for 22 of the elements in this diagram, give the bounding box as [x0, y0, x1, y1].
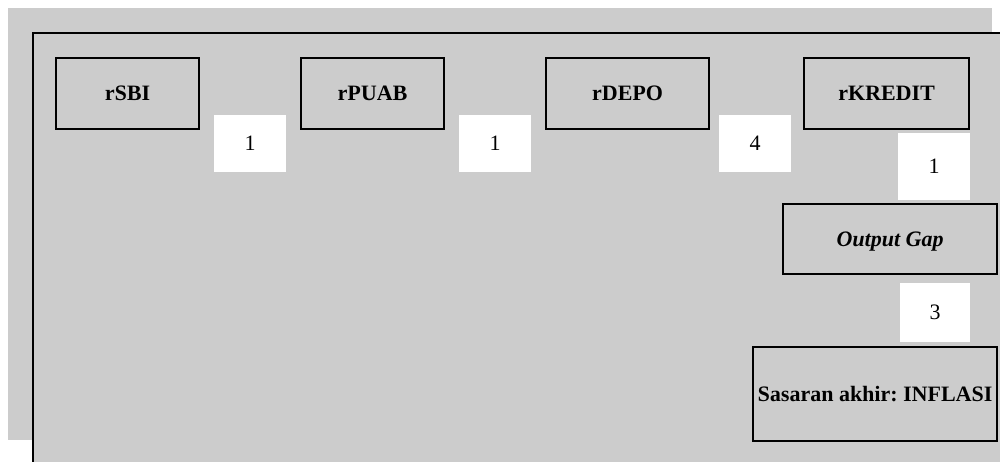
lag-number: 3	[930, 299, 940, 326]
target-box	[752, 346, 998, 442]
variable-box	[300, 57, 445, 130]
box-label: Sasaran akhir: INFLASI	[758, 380, 992, 408]
variable-box	[55, 57, 200, 130]
lag-number: 1	[928, 153, 940, 180]
lag-box	[459, 115, 531, 172]
lag-number: 1	[490, 130, 500, 157]
lag-box	[898, 133, 970, 200]
lag-number: 4	[750, 130, 760, 157]
lag-box	[214, 115, 286, 172]
variable-box	[545, 57, 710, 130]
variable-box	[782, 203, 998, 275]
box-label: rPUAB	[338, 80, 408, 107]
box-label: rKREDIT	[838, 80, 935, 107]
box-label: rDEPO	[592, 80, 663, 107]
variable-box	[803, 57, 970, 130]
box-label: rSBI	[104, 80, 150, 107]
lag-number: 1	[244, 130, 256, 157]
box-label: Output Gap	[836, 226, 944, 252]
lag-box	[900, 283, 970, 342]
lag-box	[719, 115, 791, 172]
